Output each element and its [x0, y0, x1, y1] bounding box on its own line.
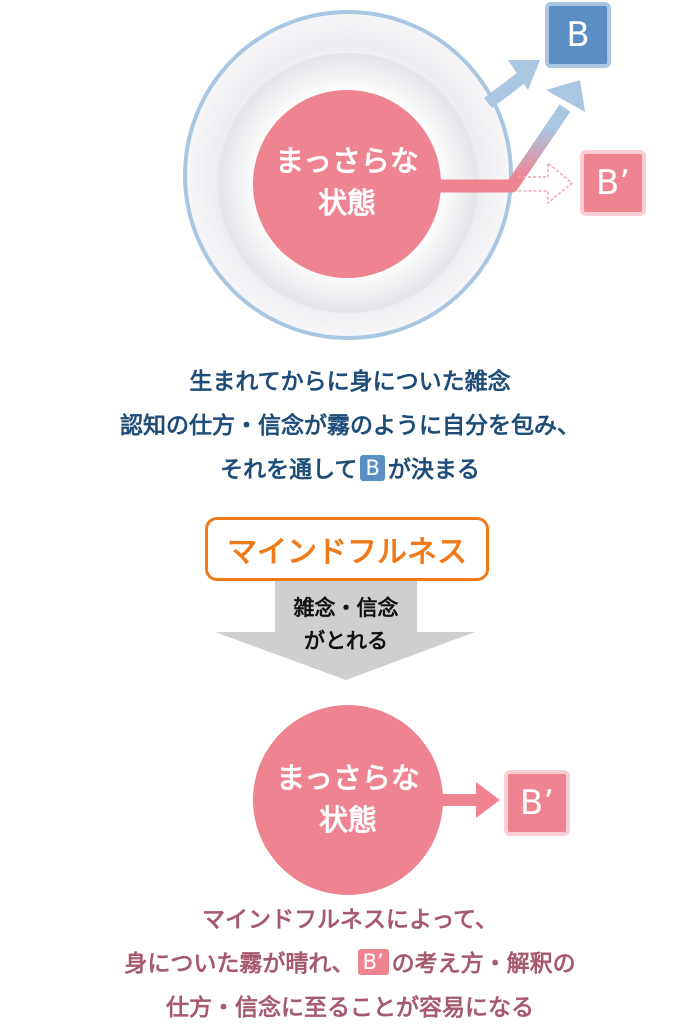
dotted-arrow-icon	[518, 161, 574, 205]
top-caption-line3-pre: それを通して	[220, 457, 358, 483]
arrow-label: 雑念・信念 がとれる	[246, 592, 446, 658]
center-label-bottom: まっさらな 状態	[248, 757, 448, 841]
down-arrow-icon	[215, 578, 475, 680]
clean-state-circle-bottom	[253, 705, 443, 895]
bottom-caption-line2-post: の考え方・解釈の	[391, 951, 576, 977]
top-caption-line2: 認知の仕方・信念が霧のように自分を包み、	[120, 413, 580, 439]
b-badge: B	[360, 455, 385, 481]
top-caption: 生まれてからに身についた雑念 認知の仕方・信念が霧のように自分を包み、 それを通…	[0, 360, 700, 492]
arrow-to-b-icon	[484, 60, 540, 109]
bottom-caption: マインドフルネスによって、 身についた霧が晴れ、B’の考え方・解釈の 仕方・信念…	[0, 898, 700, 1030]
arrow-label-line1: 雑念・信念	[293, 596, 399, 620]
b-prime-badge: B’	[357, 949, 389, 975]
center-label-line2: 状態	[317, 186, 376, 220]
top-caption-line1: 生まれてからに身についた雑念	[189, 369, 511, 395]
bottom-caption-line2: 身についた霧が晴れ、B’の考え方・解釈の	[0, 942, 700, 986]
b-box: B	[545, 2, 611, 68]
bottom-caption-line2-pre: 身についた霧が晴れ、	[124, 951, 355, 977]
bottom-caption-line1: マインドフルネスによって、	[201, 907, 498, 933]
center-label-bottom-line2: 状態	[318, 803, 377, 837]
arrow-label-line2: がとれる	[304, 629, 388, 653]
bottom-caption-line3: 仕方・信念に至ることが容易になる	[166, 995, 534, 1021]
clean-state-circle	[253, 90, 441, 278]
arrow-to-b-prime-icon	[438, 782, 500, 818]
center-label-bottom-line1: まっさらな	[276, 761, 420, 795]
arrow-bent-icon	[440, 80, 585, 193]
b-prime-box-bottom: B’	[504, 770, 570, 836]
mindfulness-box: マインドフルネス	[205, 517, 489, 581]
top-caption-line3-post: が決まる	[387, 457, 480, 483]
b-prime-box: B’	[580, 150, 646, 216]
center-label-line1: まっさらな	[275, 144, 419, 178]
center-label-top: まっさらな 状態	[247, 140, 447, 224]
